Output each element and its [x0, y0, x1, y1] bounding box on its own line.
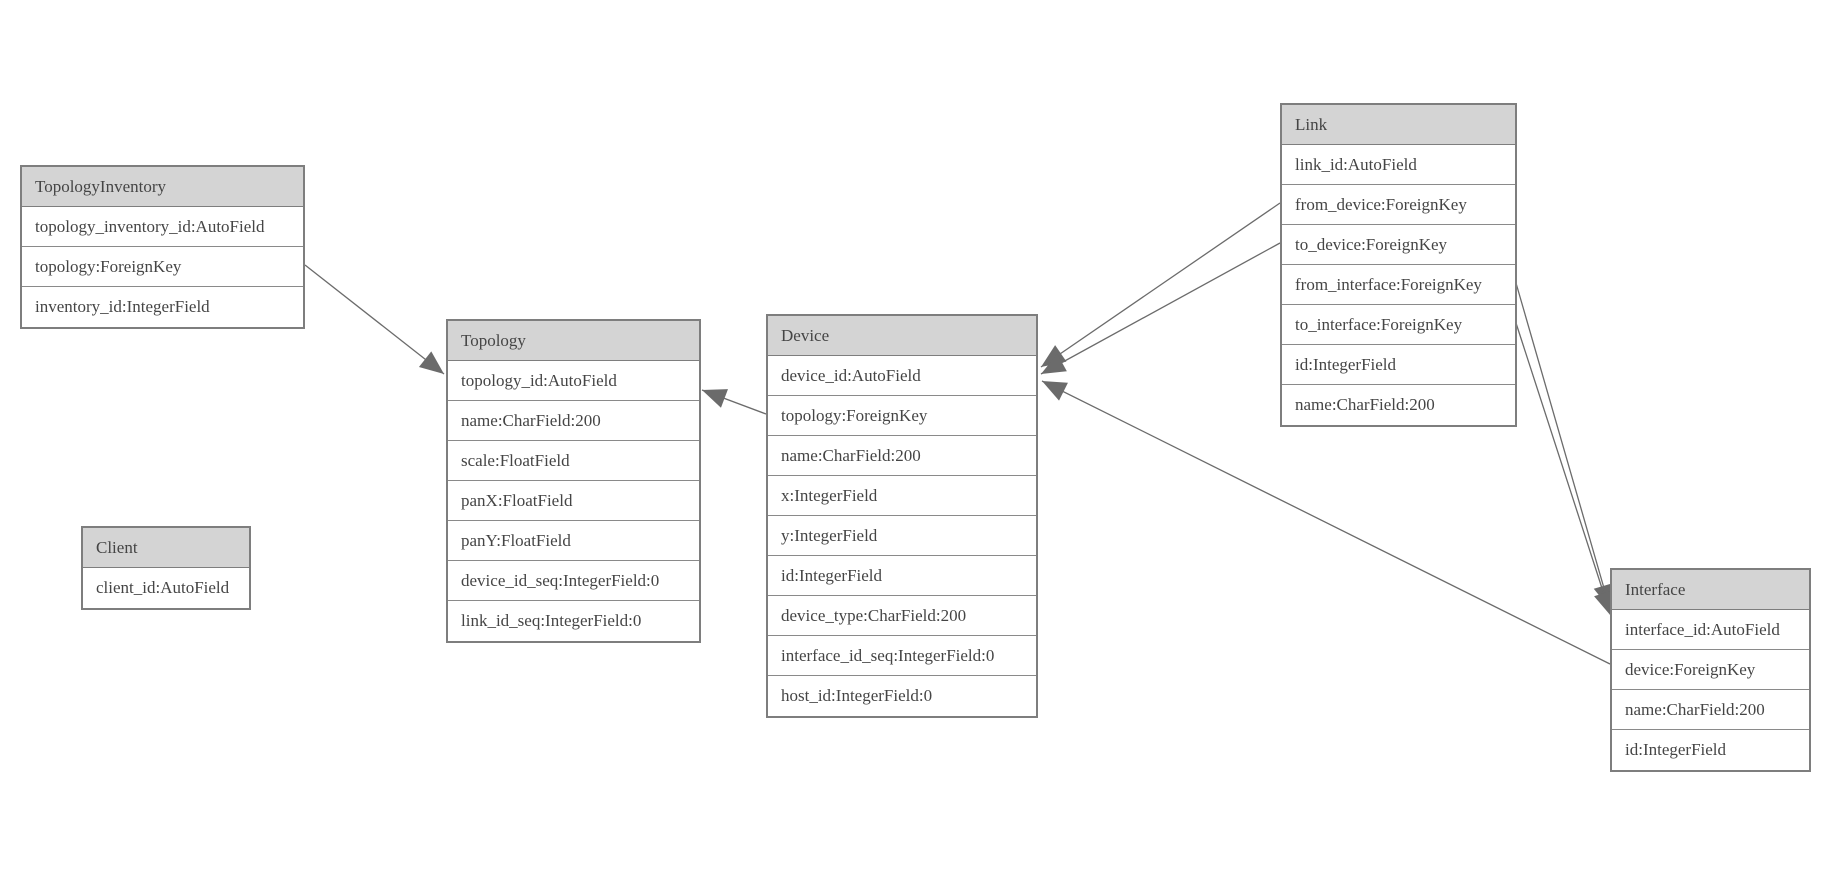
field-row: topology:ForeignKey [768, 396, 1036, 436]
field-row: id:IntegerField [1282, 345, 1515, 385]
field-row: panY:FloatField [448, 521, 699, 561]
edge-link-to-device-fk [1040, 242, 1281, 375]
field-row: interface_id_seq:IntegerField:0 [768, 636, 1036, 676]
field-row: name:CharField:200 [1282, 385, 1515, 425]
table-header-device: Device [768, 316, 1036, 356]
field-row: device_type:CharField:200 [768, 596, 1036, 636]
table-header-interface: Interface [1612, 570, 1809, 610]
model-table-interface: Interface interface_id:AutoField device:… [1610, 568, 1811, 772]
model-table-device: Device device_id:AutoField topology:Fore… [766, 314, 1038, 718]
field-row: id:IntegerField [768, 556, 1036, 596]
field-row: device_id:AutoField [768, 356, 1036, 396]
edge-link-from-interface-fk [1515, 282, 1613, 610]
field-row: client_id:AutoField [83, 568, 249, 608]
field-row: device:ForeignKey [1612, 650, 1809, 690]
field-row: name:CharField:200 [448, 401, 699, 441]
field-row: host_id:IntegerField:0 [768, 676, 1036, 716]
field-row: topology_id:AutoField [448, 361, 699, 401]
field-row: scale:FloatField [448, 441, 699, 481]
edge-link-to-interface-fk [1515, 322, 1614, 617]
table-header-topologyinventory: TopologyInventory [22, 167, 303, 207]
field-row: name:CharField:200 [768, 436, 1036, 476]
field-row: interface_id:AutoField [1612, 610, 1809, 650]
edge-link-from-device-fk [1040, 202, 1281, 368]
field-row: from_device:ForeignKey [1282, 185, 1515, 225]
table-header-client: Client [83, 528, 249, 568]
table-header-link: Link [1282, 105, 1515, 145]
model-table-client: Client client_id:AutoField [81, 526, 251, 610]
field-row: id:IntegerField [1612, 730, 1809, 770]
field-row: name:CharField:200 [1612, 690, 1809, 730]
edge-interface-device-fk [1041, 380, 1611, 665]
field-row: y:IntegerField [768, 516, 1036, 556]
field-row: topology_inventory_id:AutoField [22, 207, 303, 247]
model-table-topologyinventory: TopologyInventory topology_inventory_id:… [20, 165, 305, 329]
field-row: topology:ForeignKey [22, 247, 303, 287]
edge-device-topology-fk [701, 389, 767, 415]
field-row: link_id_seq:IntegerField:0 [448, 601, 699, 641]
field-row: to_interface:ForeignKey [1282, 305, 1515, 345]
field-row: to_device:ForeignKey [1282, 225, 1515, 265]
field-row: panX:FloatField [448, 481, 699, 521]
field-row: device_id_seq:IntegerField:0 [448, 561, 699, 601]
field-row: x:IntegerField [768, 476, 1036, 516]
field-row: link_id:AutoField [1282, 145, 1515, 185]
field-row: inventory_id:IntegerField [22, 287, 303, 327]
field-row: from_interface:ForeignKey [1282, 265, 1515, 305]
model-table-topology: Topology topology_id:AutoField name:Char… [446, 319, 701, 643]
edge-topologyinventory-topology-fk [304, 264, 445, 375]
model-table-link: Link link_id:AutoField from_device:Forei… [1280, 103, 1517, 427]
table-header-topology: Topology [448, 321, 699, 361]
